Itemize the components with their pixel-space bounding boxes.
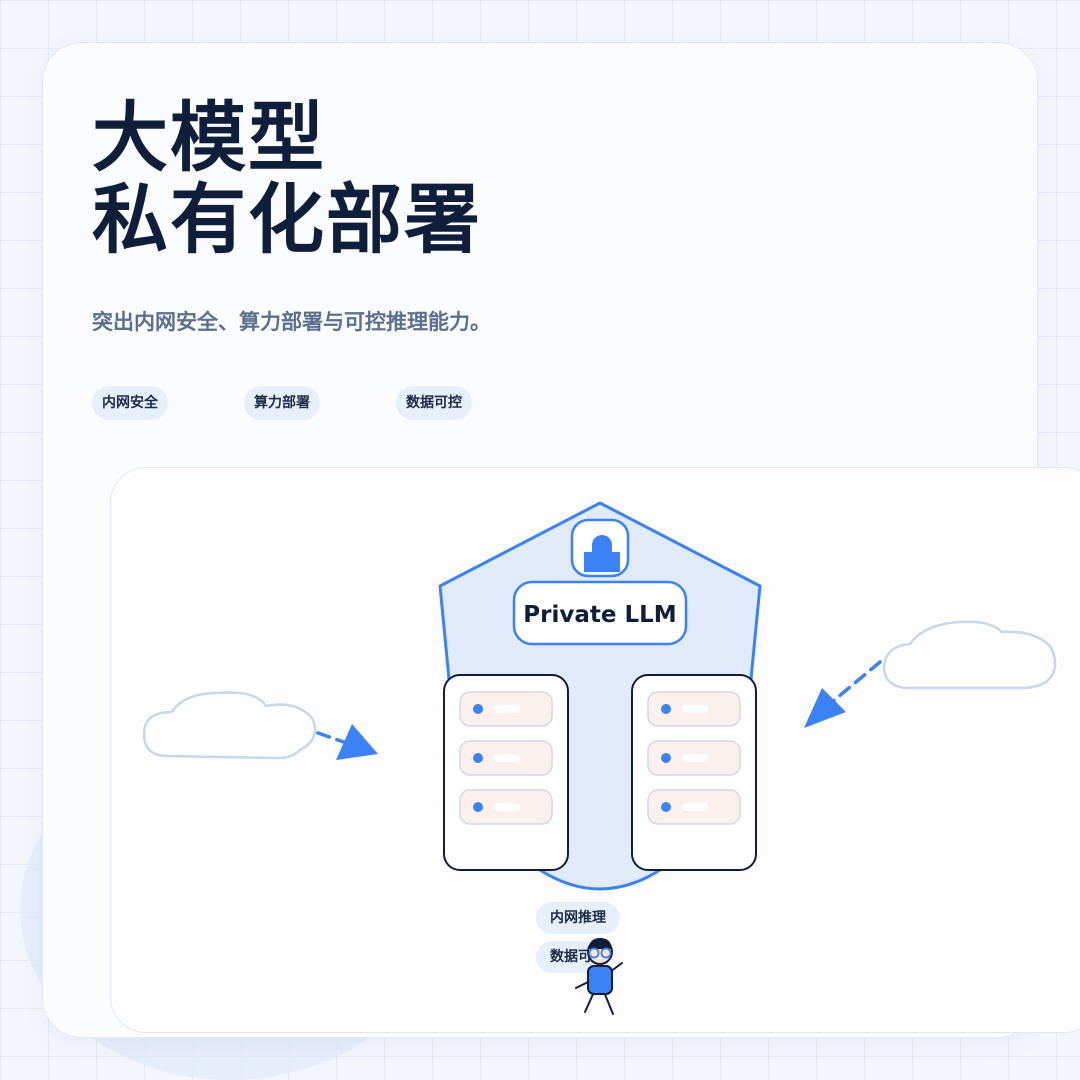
arrow-right-line	[830, 660, 882, 704]
server-left	[443, 674, 569, 871]
cloud-left-icon	[142, 691, 317, 760]
tag-compute-deployment: 算力部署	[244, 386, 320, 420]
model-label: Private LLM	[523, 602, 676, 628]
server-slot	[647, 691, 741, 727]
server-slot	[647, 789, 741, 825]
arrow-left-head	[336, 724, 378, 760]
server-slot	[459, 789, 553, 825]
arrow-right-head	[804, 688, 846, 728]
subtitle: 突出内网安全、算力部署与可控推理能力。	[92, 310, 491, 334]
pill-intranet-inference: 内网推理	[536, 902, 620, 934]
title-line-2: 私有化部署	[92, 175, 482, 264]
server-slot	[459, 691, 553, 727]
title-line-1: 大模型	[92, 93, 326, 182]
tag-intranet-security: 内网安全	[92, 386, 168, 420]
lock-icon	[570, 518, 630, 578]
person-icon	[575, 938, 623, 1015]
tag-data-control: 数据可控	[396, 386, 472, 420]
server-slot	[647, 740, 741, 776]
cloud-right-icon	[882, 620, 1057, 690]
server-slot	[459, 740, 553, 776]
model-label-box	[512, 580, 688, 646]
server-right	[631, 674, 757, 871]
